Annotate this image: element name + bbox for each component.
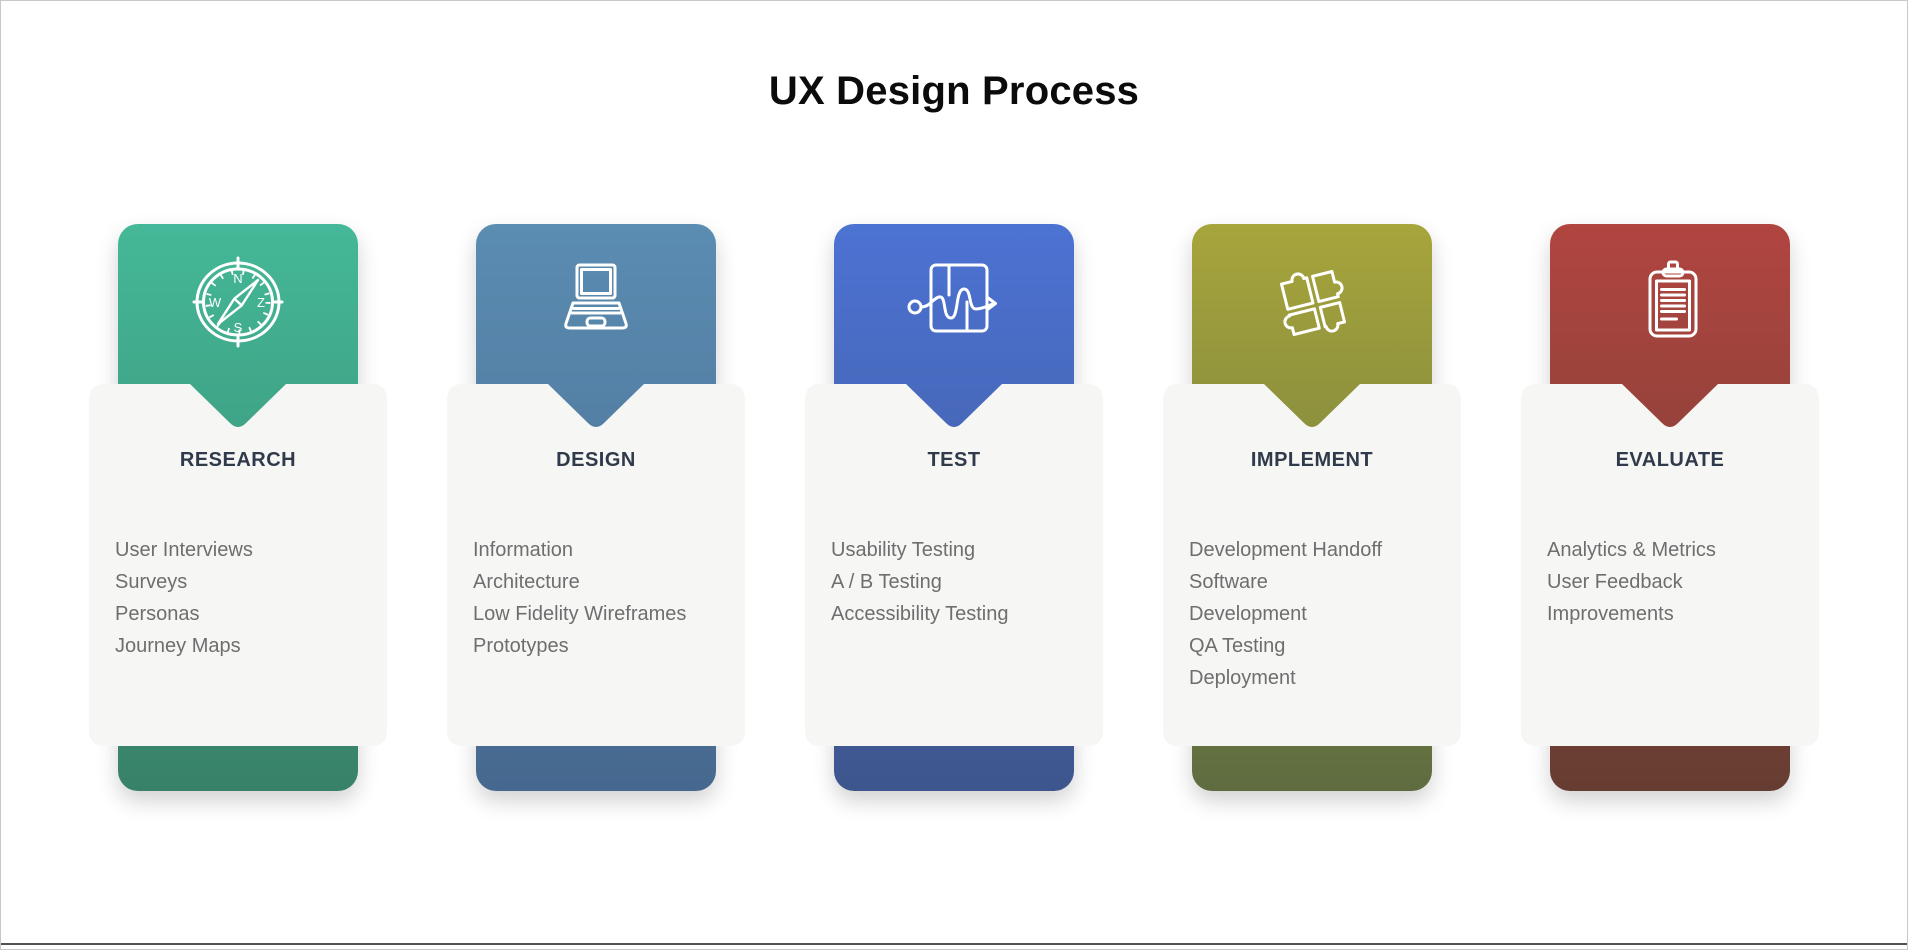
step-item: Software Development bbox=[1189, 571, 1307, 625]
svg-text:N: N bbox=[233, 271, 242, 286]
step-panel-evaluate: EVALUATE Analytics & Metrics User Feedba… bbox=[1521, 384, 1819, 746]
step-item: A / B Testing bbox=[831, 571, 942, 593]
step-item: User Feedback bbox=[1547, 571, 1683, 593]
step-card-implement: IMPLEMENT Development Handoff Software D… bbox=[1163, 224, 1461, 791]
step-items: Analytics & Metrics User Feedback Improv… bbox=[1521, 534, 1819, 630]
user-flow-icon bbox=[907, 263, 997, 333]
step-item: Low Fidelity Wireframes bbox=[473, 603, 687, 625]
step-item: Personas bbox=[115, 603, 200, 625]
puzzle-icon bbox=[1279, 269, 1347, 337]
step-panel-test: TEST Usability Testing A / B Testing Acc… bbox=[805, 384, 1103, 746]
step-item: Analytics & Metrics bbox=[1547, 539, 1716, 561]
step-item: User Interviews bbox=[115, 539, 253, 561]
step-item: Deployment bbox=[1189, 667, 1296, 689]
step-items: Usability Testing A / B Testing Accessib… bbox=[805, 534, 1103, 630]
step-panel-implement: IMPLEMENT Development Handoff Software D… bbox=[1163, 384, 1461, 746]
step-item: Usability Testing bbox=[831, 539, 976, 561]
step-card-evaluate: EVALUATE Analytics & Metrics User Feedba… bbox=[1521, 224, 1819, 791]
process-steps: RESEARCH User Interviews Surveys Persona… bbox=[1, 224, 1907, 791]
step-item: Information Architecture bbox=[473, 539, 580, 593]
step-panel-research: RESEARCH User Interviews Surveys Persona… bbox=[89, 384, 387, 746]
step-items: User Interviews Surveys Personas Journey… bbox=[89, 534, 387, 662]
step-item: Improvements bbox=[1547, 603, 1674, 625]
step-title: IMPLEMENT bbox=[1250, 449, 1374, 471]
svg-text:W: W bbox=[209, 295, 222, 310]
step-items: Information Architecture Low Fidelity Wi… bbox=[447, 534, 745, 662]
step-card-test: TEST Usability Testing A / B Testing Acc… bbox=[805, 224, 1103, 791]
laptop-icon bbox=[564, 263, 628, 330]
step-card-research: RESEARCH User Interviews Surveys Persona… bbox=[89, 224, 387, 791]
step-item: QA Testing bbox=[1189, 635, 1286, 657]
window-bottom-edge bbox=[1, 943, 1907, 945]
step-item: Development Handoff bbox=[1189, 539, 1383, 561]
step-title: RESEARCH bbox=[179, 449, 297, 471]
svg-text:S: S bbox=[234, 320, 243, 335]
step-item: Accessibility Testing bbox=[831, 603, 1009, 625]
svg-text:Z: Z bbox=[257, 295, 265, 310]
step-title: TEST bbox=[927, 449, 981, 471]
step-item: Surveys bbox=[115, 571, 188, 593]
step-item: Journey Maps bbox=[115, 635, 241, 657]
step-title: EVALUATE bbox=[1615, 449, 1725, 471]
step-card-design: DESIGN Information Architecture Low Fide… bbox=[447, 224, 745, 791]
compass-icon: N S W Z bbox=[192, 256, 284, 348]
page-title: UX Design Process bbox=[768, 69, 1140, 113]
step-items: Development Handoff Software Development… bbox=[1163, 534, 1461, 694]
clipboard-icon bbox=[1648, 260, 1698, 338]
step-title: DESIGN bbox=[556, 449, 636, 471]
step-item: Prototypes bbox=[473, 635, 569, 657]
step-panel-design: DESIGN Information Architecture Low Fide… bbox=[447, 384, 745, 746]
